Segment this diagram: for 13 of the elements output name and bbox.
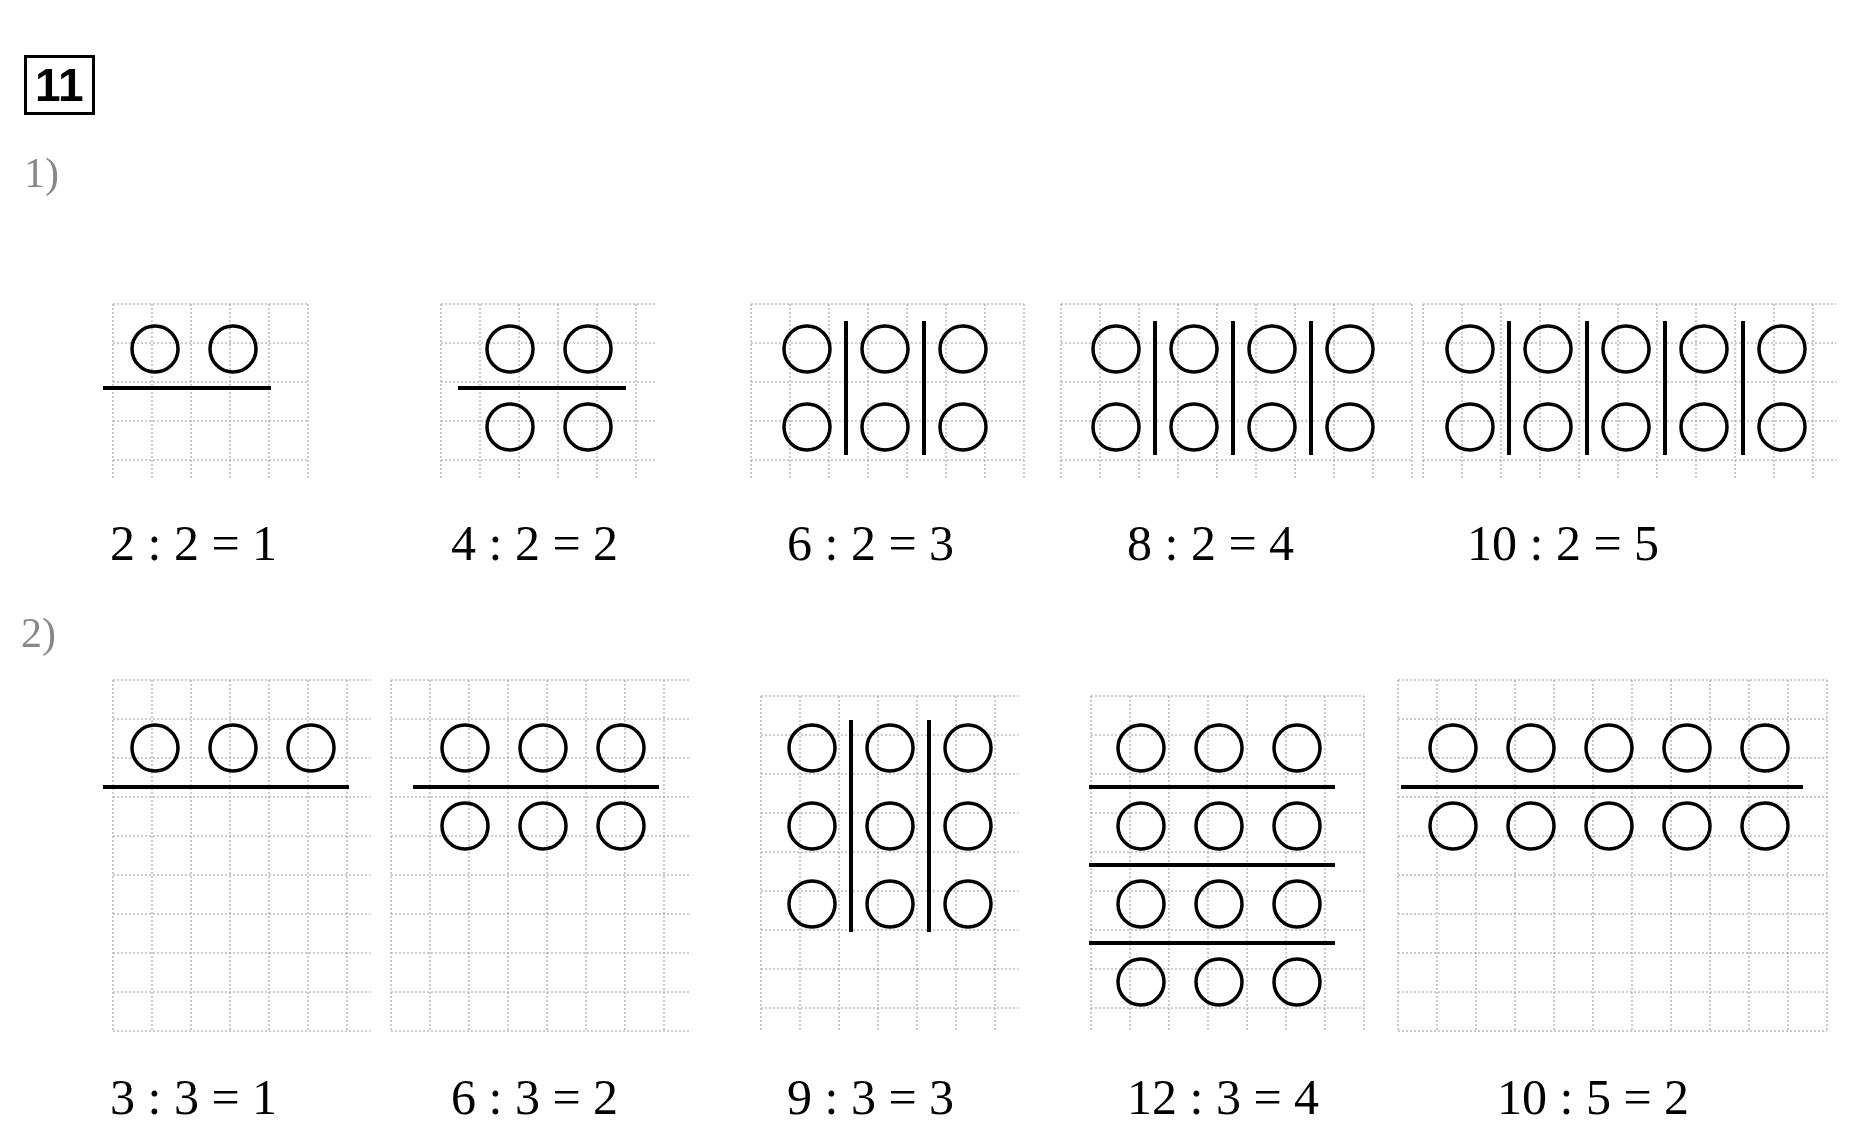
equation: 6 : 2 = 3 <box>787 518 955 568</box>
equation: 4 : 2 = 2 <box>451 518 619 568</box>
equation: 10 : 2 = 5 <box>1467 518 1660 568</box>
equation: 6 : 3 = 2 <box>451 1072 619 1122</box>
item-number: 1) <box>24 152 59 194</box>
equation: 12 : 3 = 4 <box>1127 1072 1320 1122</box>
equation: 3 : 3 = 1 <box>110 1072 278 1122</box>
equation: 9 : 3 = 3 <box>787 1072 955 1122</box>
equation: 8 : 2 = 4 <box>1127 518 1295 568</box>
item-number: 2) <box>21 612 56 654</box>
equation: 10 : 5 = 2 <box>1497 1072 1690 1122</box>
equation: 2 : 2 = 1 <box>110 518 278 568</box>
exercise-number: 11 <box>24 55 95 115</box>
